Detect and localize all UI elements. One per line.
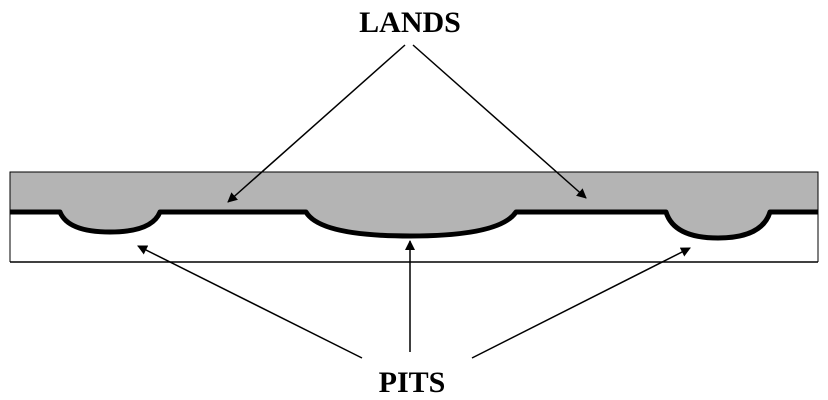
pits-arrow-right bbox=[471, 247, 691, 359]
reflective-boundary bbox=[10, 209, 818, 241]
pits-label: PITS bbox=[379, 366, 446, 399]
lands-arrow-left bbox=[227, 44, 406, 203]
pits-arrow-left bbox=[137, 245, 363, 359]
lands-label: LANDS bbox=[359, 6, 461, 39]
lands-arrow-right bbox=[412, 44, 587, 199]
